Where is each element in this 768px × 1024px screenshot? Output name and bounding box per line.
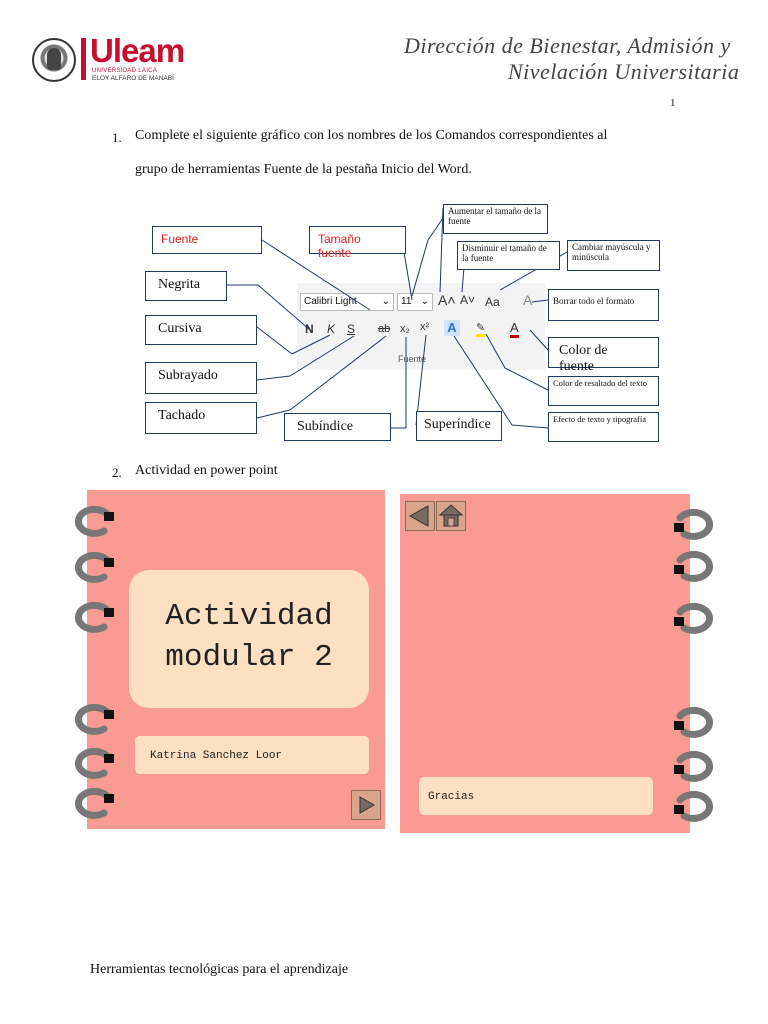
label-cursiva: Cursiva [145,315,257,345]
label-color-fuente: Color de fuente [548,337,659,374]
strikethrough-icon: ab [378,323,391,335]
home-icon [438,504,464,527]
ribbon-font-name: Calibri Light ⌄ [300,293,394,311]
slide-title-line1: Actividad [165,599,333,634]
highlight-icon: ✎ [476,321,486,337]
page-number: 1 [670,97,676,109]
label-cambiar-mayuscula: Cambiar mayúscula y minúscula [567,240,660,271]
question-2-number: 2. [112,465,122,480]
label-superindice: Superíndice [416,411,502,441]
question-1-line2: grupo de herramientas Fuente de la pesta… [135,162,472,177]
university-seal-logo [32,38,76,82]
right-spiral-rings [674,508,714,822]
question-1-line1: Complete el siguiente gráfico con los no… [135,128,608,143]
label-subrayado: Subrayado [145,362,257,394]
shrink-font-icon: A˅ [460,293,476,307]
label-tachado: Tachado [145,402,257,434]
connector-lines [227,207,568,429]
back-arrow-icon [408,505,429,527]
question-2-text: Actividad en power point [135,463,278,478]
text-effects-icon: A [444,320,460,336]
subscript-icon: x₂ [400,323,410,335]
label-efecto-texto: Efecto de texto y tipografía [548,412,659,442]
ribbon-font-size: 11 ⌄ [397,293,433,311]
play-arrow-icon [359,796,376,814]
label-disminuir-tamano: Disminuir el tamaño de la fuente [457,241,560,270]
question-1-number: 1. [112,130,122,145]
home-button[interactable] [436,501,466,531]
page-footer: Herramientas tecnológicas para el aprend… [90,962,349,977]
slide-title-line2: modular 2 [165,640,333,675]
change-case-icon: Aa [485,295,500,309]
previous-slide-button[interactable] [405,501,435,531]
thanks-text: Gracias [428,791,475,803]
underline-icon: S [347,322,356,336]
label-aumentar-tamano: Aumentar el tamaño de la fuente [443,204,548,234]
logo-divider [81,38,86,80]
slide-title: Actividad modular 2 [129,596,369,678]
grow-font-icon: A˄ [438,292,456,308]
label-borrar-formato: Borrar todo el formato [548,289,659,321]
superscript-icon: x² [420,321,430,333]
label-fuente: Fuente [152,226,262,254]
label-negrita: Negrita [145,271,227,301]
slide-closing [400,494,690,833]
thanks-card [419,777,653,815]
header-department-line1: Dirección de Bienestar, Admisión y [404,33,731,58]
label-color-resaltado: Color de resaltado del texto [548,376,659,406]
label-tamano-fuente: Tamaño fuente [309,226,406,260]
logo-name: Uleam [90,32,185,69]
font-color-icon: A [510,320,519,338]
author-name: Katrina Sanchez Loor [150,750,283,762]
ribbon-group-label: Fuente [398,354,427,364]
logo-subtitle-1: UNIVERSIDAD LAICA [92,68,158,74]
logo-subtitle-2: ELOY ALFARO DE MANABÍ [92,75,174,82]
italic-icon: K [327,322,336,336]
clear-formatting-icon: A [523,292,533,308]
title-card [129,570,369,708]
label-subindice: Subíndice [284,413,391,441]
next-slide-button[interactable] [351,790,381,820]
author-card [135,736,369,774]
left-spiral-rings [74,505,114,819]
header-department-line2: Nivelación Universitaria [508,59,740,84]
